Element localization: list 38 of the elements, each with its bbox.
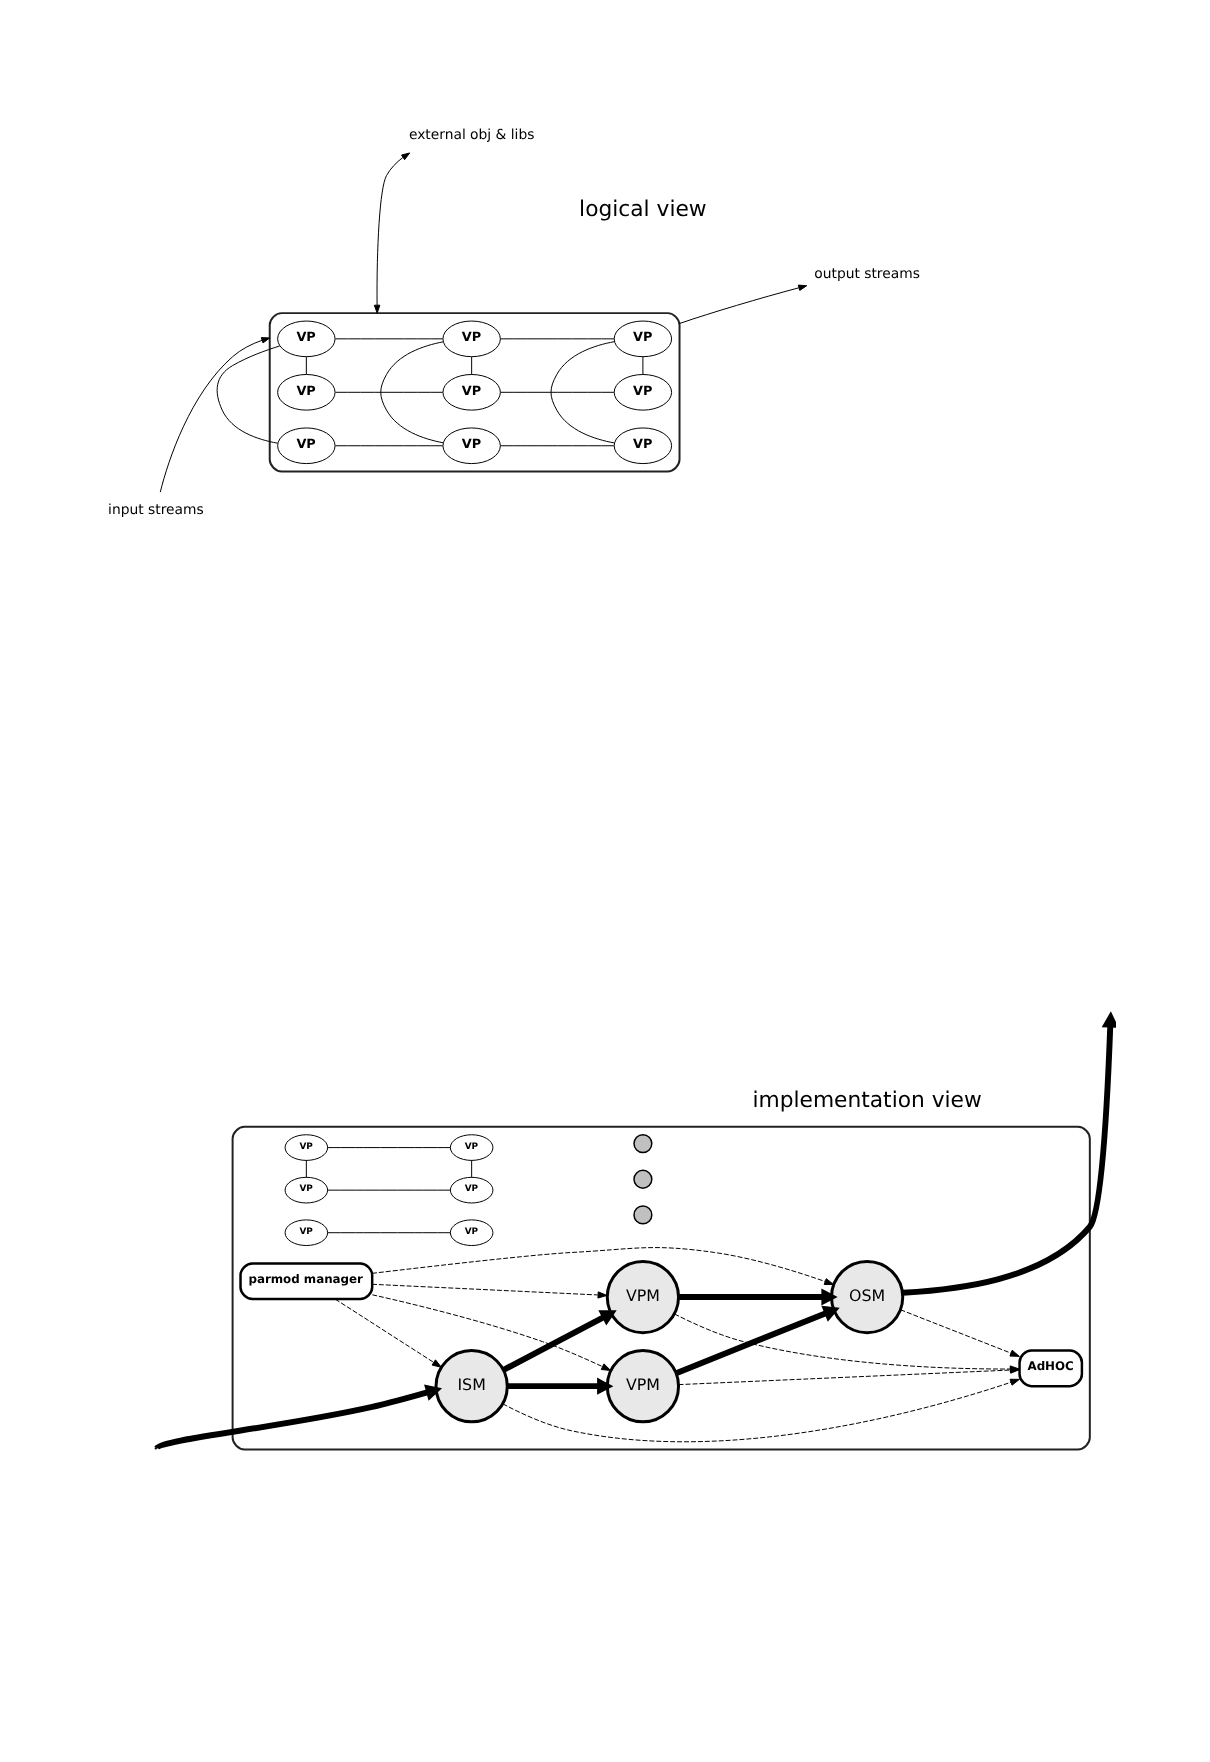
arrow [154, 1384, 442, 1451]
cluster [230, 1125, 1090, 1451]
connector [326, 1147, 450, 1149]
connector [549, 341, 614, 444]
connector [304, 356, 306, 375]
arrow [674, 1305, 839, 1376]
arrow [677, 1288, 837, 1306]
connector [333, 338, 443, 340]
connector [499, 391, 614, 393]
arrow [372, 152, 410, 314]
arrow [370, 1247, 834, 1286]
connector [326, 1189, 450, 1191]
node-circle [632, 1205, 652, 1225]
arrow [506, 1377, 613, 1395]
arrow [370, 1283, 607, 1299]
arrow [899, 1309, 1019, 1357]
label: implementation view [751, 1086, 981, 1113]
connector [379, 341, 443, 444]
connector [304, 1159, 306, 1178]
arrow [333, 1298, 441, 1368]
arrow [678, 284, 807, 324]
label: logical view [578, 195, 706, 222]
arrow [501, 1378, 1019, 1443]
connector [499, 338, 614, 340]
node-circle [632, 1169, 652, 1189]
connector [333, 391, 443, 393]
connector [470, 1159, 472, 1178]
connector [499, 445, 614, 447]
connector [470, 356, 472, 375]
cluster [267, 312, 680, 473]
arrow [158, 337, 270, 493]
node-circle [632, 1133, 652, 1154]
connector [641, 356, 643, 375]
arrow [501, 1310, 616, 1373]
arrow [370, 1294, 611, 1371]
connector [333, 445, 443, 447]
connector [215, 345, 280, 444]
connector [326, 1232, 450, 1234]
